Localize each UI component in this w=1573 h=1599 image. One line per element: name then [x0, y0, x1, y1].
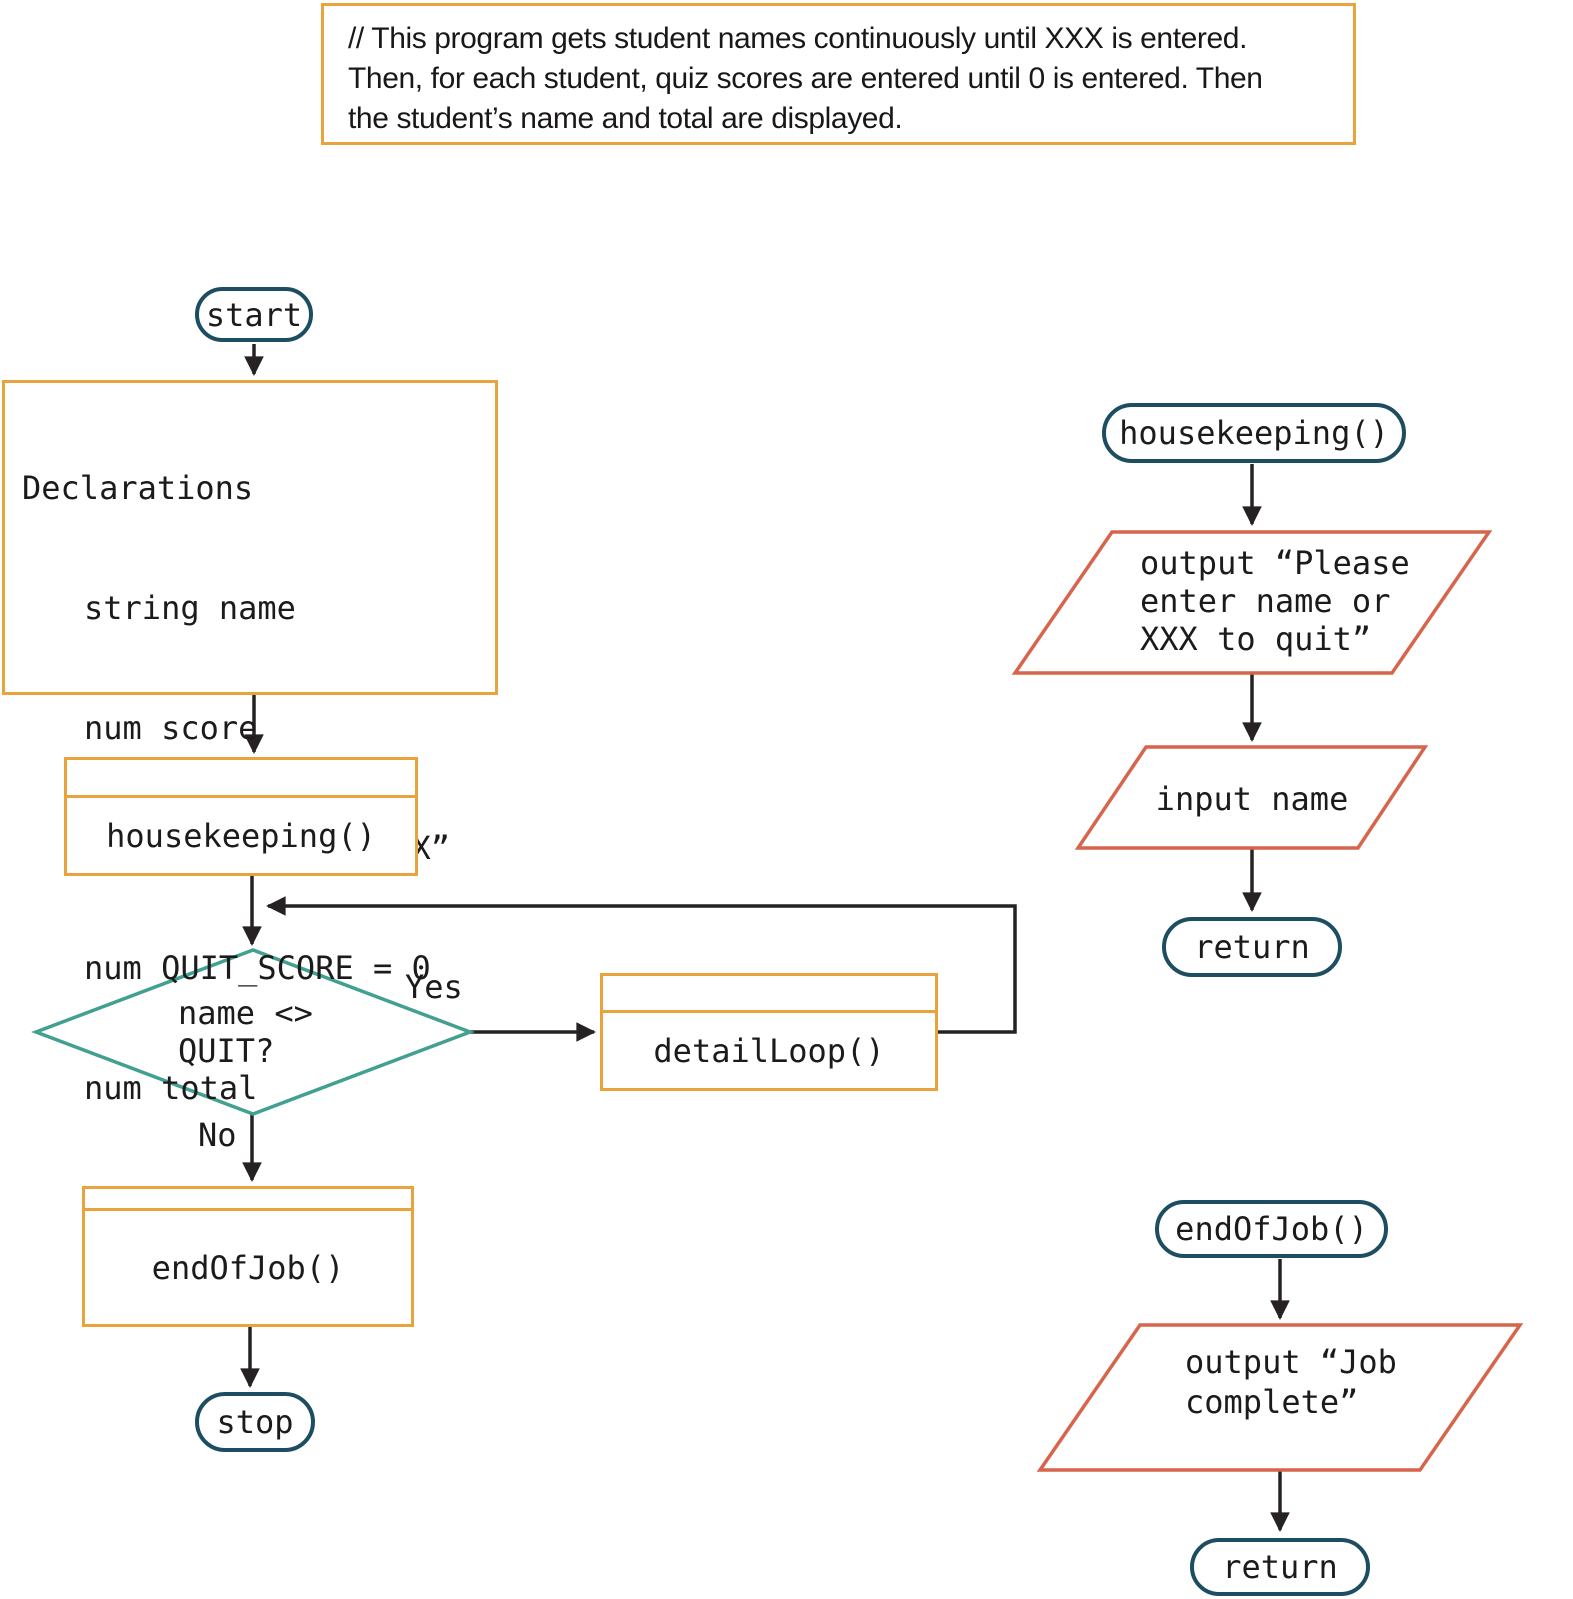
housekeeping-return-terminal: return	[1162, 917, 1342, 977]
endofjob-call-box: endOfJob()	[82, 1186, 414, 1327]
detailloop-call-label: detailLoop()	[653, 1031, 885, 1070]
arrow-detailloop-return-loop	[266, 896, 1017, 1034]
comment-box: // This program gets student names conti…	[321, 3, 1356, 145]
decision-line-1: name <>	[178, 994, 313, 1032]
output-complete-line: complete”	[1185, 1383, 1359, 1421]
output-prompt-text: output “Please enter name or XXX to quit…	[1140, 544, 1410, 658]
declarations-box	[2, 380, 498, 695]
endofjob-return-terminal: return	[1190, 1538, 1370, 1596]
start-label: start	[205, 295, 303, 334]
detailloop-call-box: detailLoop()	[600, 973, 938, 1091]
output-complete-line: output “Job	[1185, 1343, 1397, 1381]
output-prompt-line: output “Please	[1140, 544, 1410, 582]
return-label: return	[1194, 928, 1310, 966]
predefined-process-stripe	[603, 1010, 935, 1013]
endofjob-terminal: endOfJob()	[1155, 1200, 1388, 1258]
comment-line: // This program gets student names conti…	[348, 22, 1248, 55]
no-branch-label: No	[198, 1116, 237, 1154]
yes-branch-label: Yes	[405, 968, 463, 1006]
endofjob-call-label: endOfJob()	[151, 1248, 345, 1287]
endofjob-terminal-label: endOfJob()	[1175, 1210, 1368, 1248]
stop-terminal: stop	[195, 1392, 315, 1452]
declaration-line: num QUIT_SCORE = 0	[84, 949, 431, 987]
declarations-title: Declarations	[22, 469, 254, 507]
decision-line-2: QUIT?	[178, 1032, 275, 1070]
output-job-complete-parallelogram	[1036, 1323, 1524, 1472]
output-prompt-line: XXX to quit”	[1140, 620, 1372, 658]
housekeeping-call-box: housekeeping()	[64, 757, 418, 876]
predefined-process-stripe	[85, 1208, 411, 1211]
predefined-process-stripe	[67, 795, 415, 798]
start-terminal: start	[195, 287, 313, 342]
decision-text: name <> QUIT?	[178, 994, 313, 1070]
housekeeping-call-label: housekeeping()	[106, 816, 376, 855]
output-prompt-parallelogram	[1011, 530, 1493, 675]
return-label: return	[1222, 1548, 1338, 1586]
output-job-complete-text: output “Job complete”	[1185, 1342, 1397, 1422]
declaration-line: num score	[84, 709, 258, 747]
comment-line: the student’s name and total are display…	[348, 102, 903, 135]
input-name-parallelogram	[1074, 745, 1429, 850]
comment-line: Then, for each student, quiz scores are …	[348, 62, 1263, 95]
housekeeping-terminal: housekeeping()	[1102, 403, 1406, 463]
housekeeping-terminal-label: housekeeping()	[1119, 414, 1389, 452]
input-name-text: input name	[1155, 780, 1349, 818]
output-prompt-line: enter name or	[1140, 582, 1391, 620]
declaration-line: num total	[84, 1069, 258, 1107]
declaration-line: string name	[84, 589, 296, 627]
decision-diamond-shape	[31, 948, 475, 1116]
stop-label: stop	[216, 1403, 294, 1441]
